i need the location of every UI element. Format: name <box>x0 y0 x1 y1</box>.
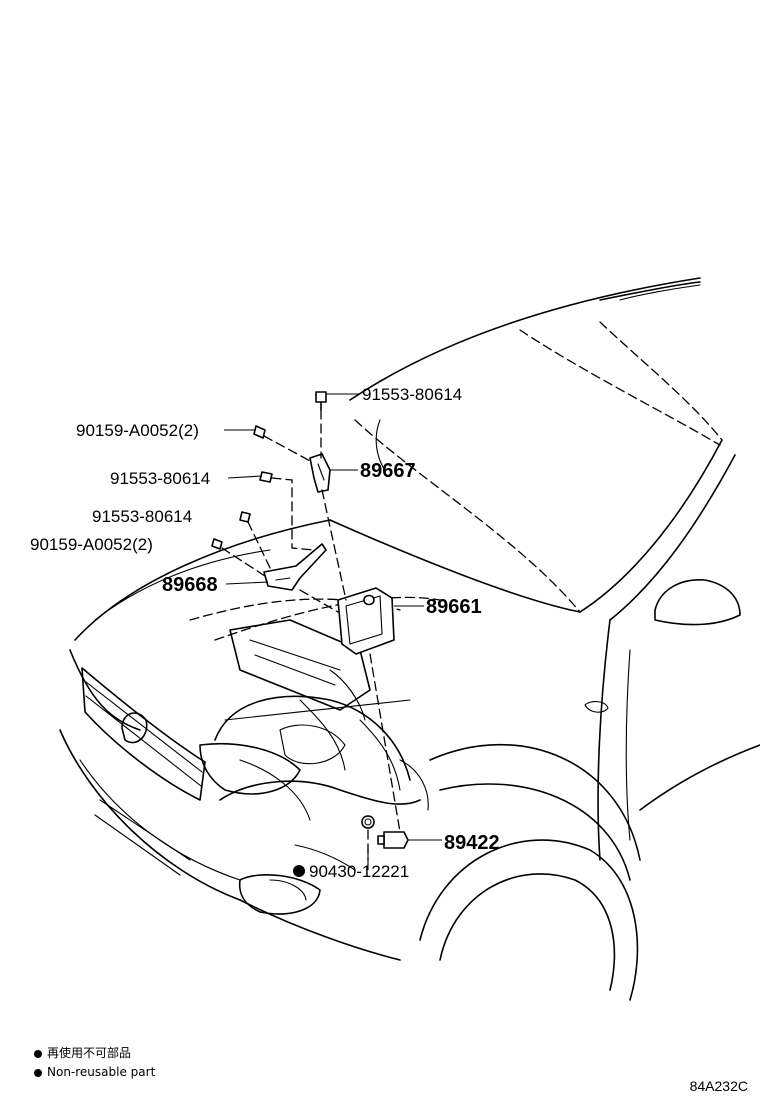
callout-89422: 89422 <box>444 832 500 854</box>
bolt-91553-80614-top-icon <box>315 391 327 411</box>
bolt-91553-80614-lower-icon <box>239 511 251 523</box>
callout-90159-A0052-lower: 90159-A0052(2) <box>30 535 153 554</box>
gasket-90430-12221-icon <box>361 815 375 829</box>
callout-89668: 89668 <box>162 574 218 596</box>
callout-90159-A0052-upper: 90159-A0052(2) <box>76 421 199 440</box>
callout-90430-12221: 90430-12221 <box>309 862 409 881</box>
bullet-dot-icon <box>34 1068 42 1077</box>
legend-en-text: Non-reusable part <box>47 1065 156 1079</box>
legend-jp-text: 再使用不可部品 <box>47 1046 132 1060</box>
sensor-89422-icon <box>377 831 409 849</box>
bolt-90159-upper-icon <box>253 425 266 439</box>
bracket-89668-icon <box>263 543 327 591</box>
callout-91553-80614-lower: 91553-80614 <box>92 507 192 526</box>
legend-english: Non-reusable part <box>34 1065 155 1079</box>
non-reusable-dot-icon <box>293 865 305 877</box>
bracket-89667-icon <box>309 453 331 493</box>
ecu-89661-icon <box>337 587 395 655</box>
reference-code: 84A232C <box>689 1078 748 1094</box>
vehicle-outline <box>59 277 760 1001</box>
legend-japanese: 再使用不可部品 <box>34 1046 131 1060</box>
bullet-dot-icon <box>34 1049 42 1058</box>
callout-89661: 89661 <box>426 596 482 618</box>
callout-91553-80614-top: 91553-80614 <box>362 385 462 404</box>
callout-91553-80614-mid: 91553-80614 <box>110 469 210 488</box>
bolt-91553-80614-mid-icon <box>259 471 273 483</box>
callout-89667: 89667 <box>360 460 416 482</box>
leader-lines <box>224 393 442 870</box>
bolt-90159-lower-icon <box>211 538 223 550</box>
assembly-lines <box>221 409 401 861</box>
